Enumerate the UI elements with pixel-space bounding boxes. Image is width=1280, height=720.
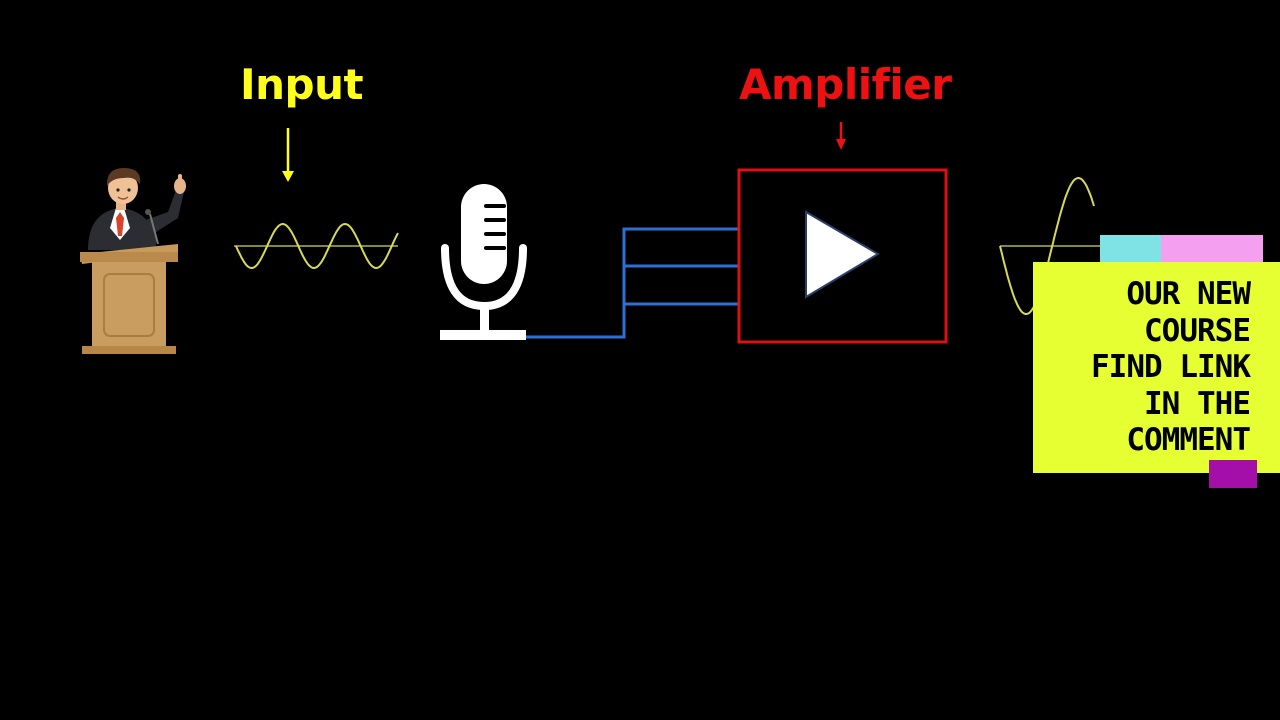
promo-sticky-note[interactable]: OUR NEW COURSE FIND LINK IN THE COMMENT (1033, 262, 1280, 473)
amplifier-block (737, 168, 948, 344)
input-label: Input (240, 60, 364, 109)
amplifier-label: Amplifier (739, 60, 952, 109)
microphone-icon (440, 184, 527, 340)
promo-line: COMMENT (1126, 422, 1251, 458)
input-wave (234, 222, 399, 270)
promo-tab-cyan (1100, 235, 1162, 263)
promo-line: IN THE (1144, 385, 1251, 422)
speaker-at-podium-icon (80, 168, 186, 354)
promo-line: FIND LINK (1091, 349, 1251, 385)
promo-tab-pink (1161, 235, 1263, 263)
signal-wires (526, 227, 738, 339)
input-arrow-icon (282, 128, 294, 182)
promo-line: OUR NEW (1126, 276, 1251, 312)
promo-text: OUR NEW COURSE FIND LINK IN THE COMMENT (1091, 276, 1251, 459)
promo-line: COURSE (1144, 312, 1251, 349)
amplifier-arrow-icon (836, 122, 846, 150)
promo-tab-purple (1209, 460, 1257, 488)
play-triangle-icon (805, 210, 880, 299)
